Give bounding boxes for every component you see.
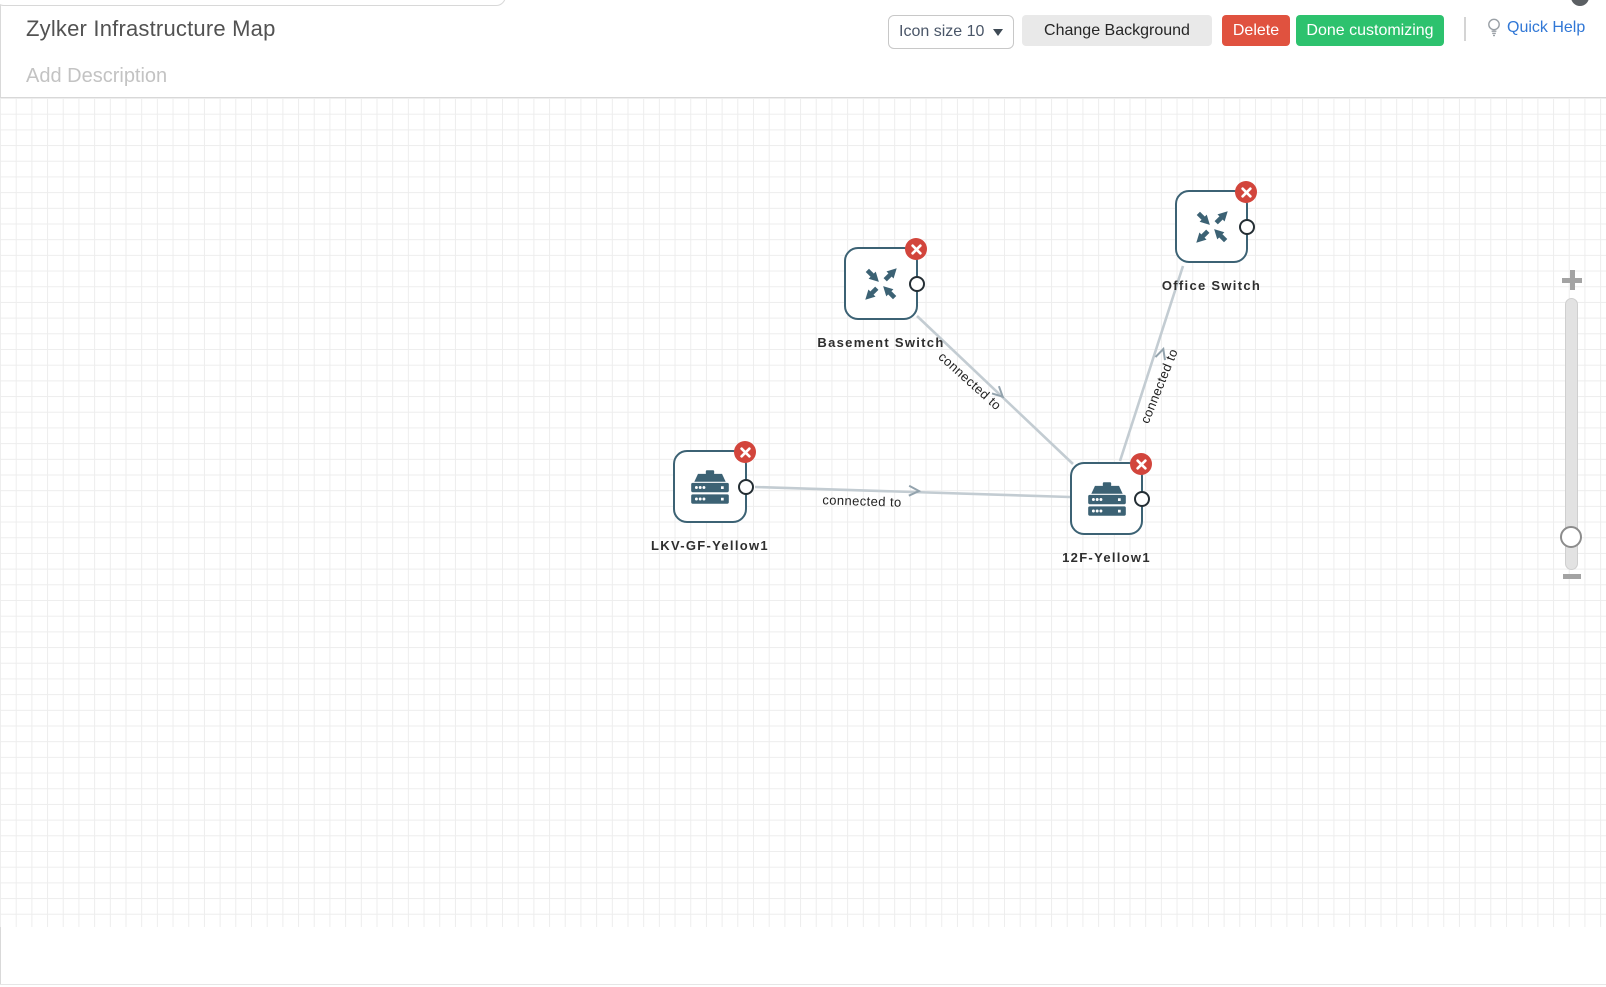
node-label: 12F-Yellow1 xyxy=(1062,550,1151,565)
edge-label-lkv-12f: connected to xyxy=(822,492,902,510)
x-icon xyxy=(1136,459,1147,470)
zoom-slider-handle[interactable] xyxy=(1560,526,1582,548)
rack-server-icon xyxy=(687,468,733,506)
delete-map-button[interactable]: Delete xyxy=(1222,15,1290,46)
delete-node-icon[interactable] xyxy=(1235,181,1257,203)
x-icon xyxy=(1241,187,1252,198)
icon-size-value: Icon size 10 xyxy=(899,23,985,40)
quick-help-link[interactable]: Quick Help xyxy=(1487,18,1585,37)
node-lkv-gf-yellow1[interactable]: LKV-GF-Yellow1 xyxy=(651,441,768,553)
delete-node-icon[interactable] xyxy=(1130,453,1152,475)
delete-node-icon[interactable] xyxy=(734,441,756,463)
zoom-in-button[interactable] xyxy=(1562,270,1582,290)
canvas-top-border xyxy=(0,97,1606,98)
icon-size-dropdown[interactable]: Icon size 10 xyxy=(888,15,1014,49)
node-basement-switch[interactable]: Basement Switch xyxy=(817,238,943,350)
toolbar-divider xyxy=(1464,17,1466,41)
switch-icon xyxy=(860,263,902,305)
x-icon xyxy=(911,244,922,255)
rack-server-icon xyxy=(1084,480,1130,518)
node-label: Basement Switch xyxy=(817,335,945,350)
lightbulb-icon xyxy=(1488,18,1500,37)
zoom-slider-track[interactable] xyxy=(1565,298,1578,570)
connector-handle[interactable] xyxy=(1238,218,1255,235)
connector-handle[interactable] xyxy=(908,275,925,292)
map-description-input[interactable]: Add Description xyxy=(26,65,168,87)
node-label: Office Switch xyxy=(1161,278,1262,293)
quick-help-label: Quick Help xyxy=(1507,18,1586,36)
clipped-avatar xyxy=(1571,0,1589,6)
chevron-down-icon xyxy=(993,28,1003,36)
node-12f-yellow1[interactable]: 12F-Yellow1 xyxy=(1062,453,1152,565)
plus-icon xyxy=(1570,270,1575,290)
clipped-input-outline xyxy=(0,0,506,6)
delete-node-icon[interactable] xyxy=(905,238,927,260)
change-background-button[interactable]: Change Background xyxy=(1022,15,1212,46)
zoom-out-button[interactable] xyxy=(1563,574,1581,579)
map-title[interactable]: Zylker Infrastructure Map xyxy=(26,16,276,41)
connector-handle[interactable] xyxy=(1133,490,1150,507)
map-canvas[interactable] xyxy=(0,98,1606,927)
panel-bottom-border xyxy=(0,984,1606,985)
node-office-switch[interactable]: Office Switch xyxy=(1162,181,1260,293)
done-customizing-button[interactable]: Done customizing xyxy=(1296,15,1444,46)
node-label: LKV-GF-Yellow1 xyxy=(651,538,769,553)
switch-icon xyxy=(1191,206,1233,248)
connector-handle[interactable] xyxy=(737,478,754,495)
x-icon xyxy=(740,447,751,458)
